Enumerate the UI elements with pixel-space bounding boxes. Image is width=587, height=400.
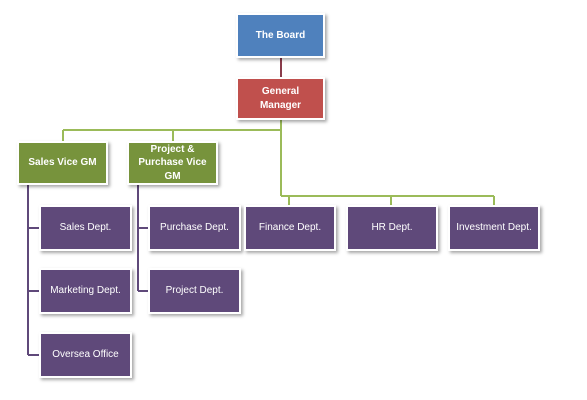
general-manager-box: General Manager xyxy=(236,77,325,120)
hr-dept-box: HR Dept. xyxy=(346,205,438,251)
finance-dept-box: Finance Dept. xyxy=(244,205,336,251)
oversea-office-box: Oversea Office xyxy=(39,332,132,378)
project-dept-box: Project Dept. xyxy=(148,268,241,314)
marketing-dept-box: Marketing Dept. xyxy=(39,268,132,314)
investment-dept-box: Investment Dept. xyxy=(448,205,540,251)
sales-vice-gm-box: Sales Vice GM xyxy=(17,141,108,185)
board-box: The Board xyxy=(236,13,325,58)
sales-dept-box: Sales Dept. xyxy=(39,205,132,251)
purchase-dept-box: Purchase Dept. xyxy=(148,205,241,251)
project-purchase-vice-gm-box: Project & Purchase Vice GM xyxy=(127,141,218,185)
